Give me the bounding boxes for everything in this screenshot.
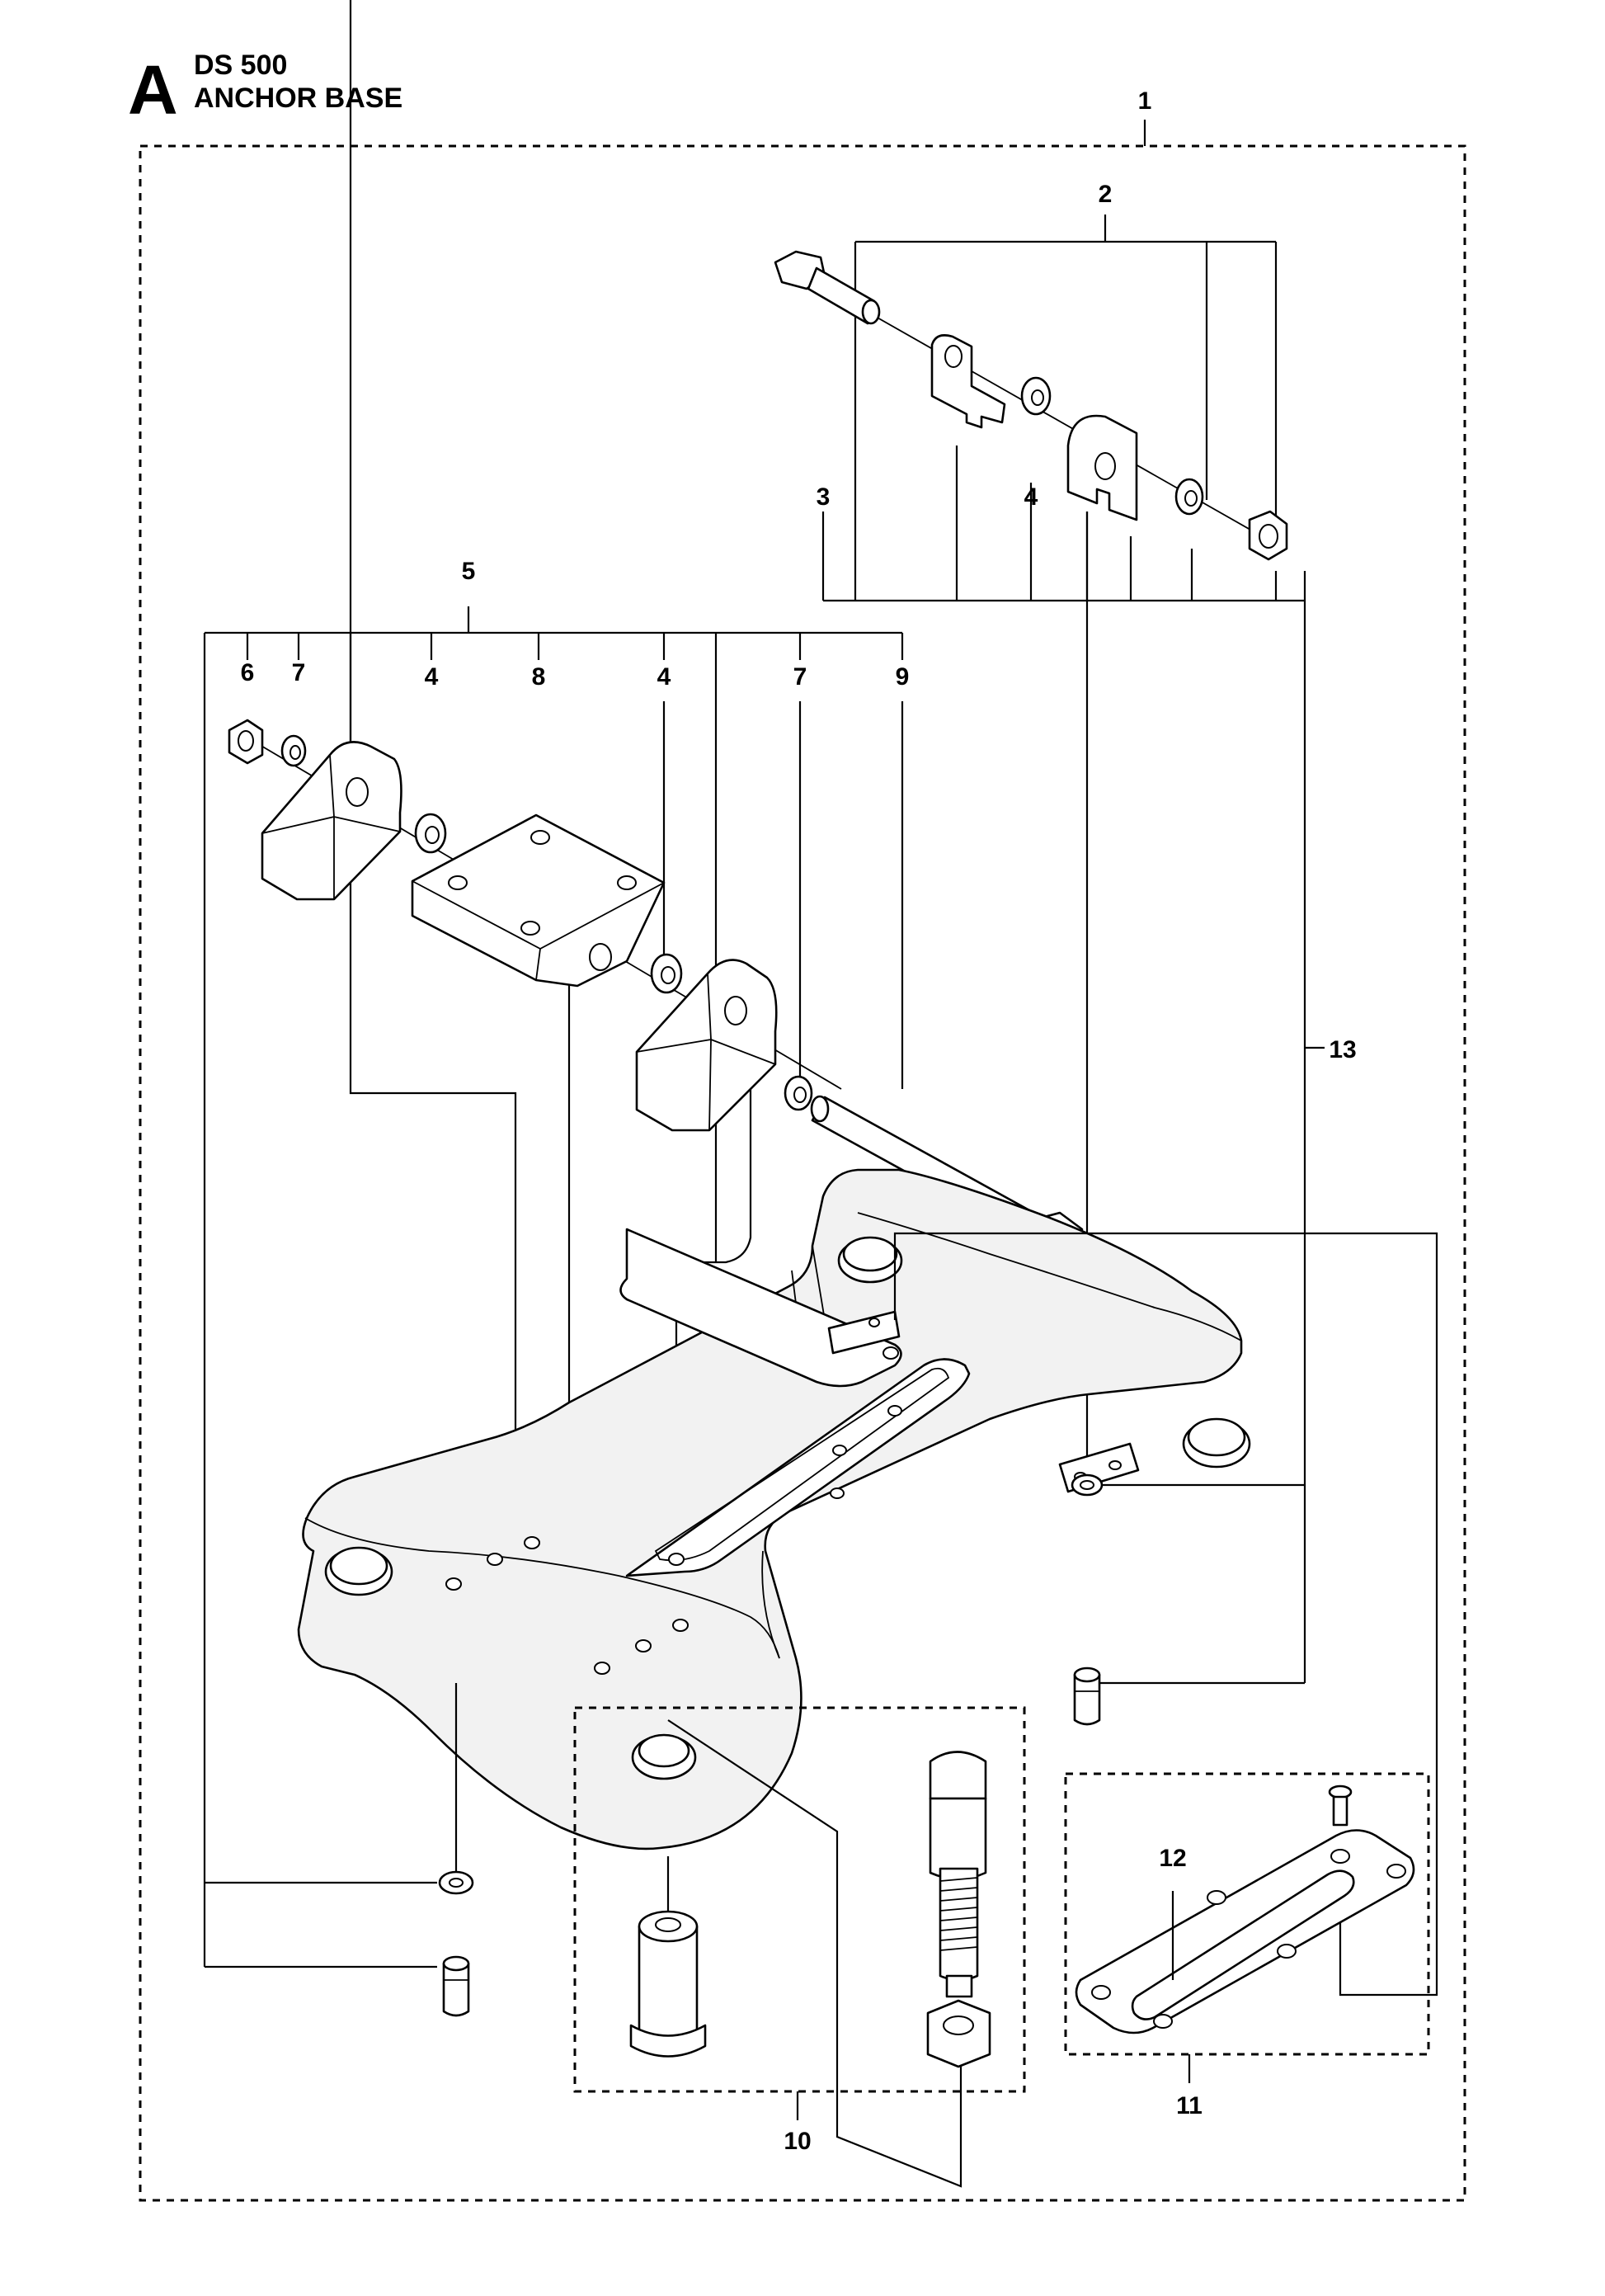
callout-7-right: 7 [793, 663, 807, 691]
anchor-bolt [929, 1751, 987, 1998]
callout-13: 13 [1329, 1036, 1356, 1063]
anchor-nut [926, 1999, 991, 2068]
washer-4-middle [650, 953, 683, 994]
callout-2: 2 [1099, 181, 1113, 208]
washer-4-left [414, 813, 447, 854]
washer-left-bottom [438, 1870, 474, 1895]
washer-top-right [1174, 478, 1204, 516]
angle-bracket [930, 334, 1006, 429]
leader-11-slot [893, 1232, 1438, 1997]
hex-nut-top [1248, 510, 1288, 561]
washer-7-left [280, 734, 307, 767]
callout-1: 1 [1138, 87, 1152, 115]
washer-13 [1071, 1473, 1104, 1497]
callout-10: 10 [784, 2128, 811, 2155]
countersunk-screw [1328, 1784, 1353, 1827]
callout-5: 5 [462, 558, 476, 585]
model-name: DS 500 [194, 50, 287, 81]
slot-plate-12 [1075, 1829, 1415, 2034]
callout-12: 12 [1159, 1845, 1186, 1872]
callout-9: 9 [896, 663, 910, 691]
assembly-frame [139, 144, 1466, 2202]
callout-4-right: 4 [657, 663, 671, 691]
section-letter: A [128, 51, 178, 129]
subassembly-10-frame [573, 1706, 1026, 2093]
mounting-plate-8 [411, 813, 666, 988]
callout-4-top: 4 [1024, 483, 1038, 511]
washer-7-right [784, 1075, 813, 1111]
hex-nut-6 [228, 719, 264, 765]
side-plate-left [261, 741, 402, 901]
diagram-title: ANCHOR BASE [194, 83, 402, 114]
callout-6: 6 [241, 659, 255, 686]
callout-4-left: 4 [425, 663, 439, 691]
hex-bolt-3 [774, 250, 881, 325]
anchor-base-frame [297, 1168, 1251, 1850]
socket-screw-left [442, 1955, 470, 2017]
callout-11: 11 [1176, 2092, 1203, 2119]
side-plate-right [635, 959, 778, 1132]
callout-7-left: 7 [292, 659, 306, 686]
callout-8: 8 [532, 663, 546, 691]
threaded-sleeve [629, 1910, 707, 2058]
callout-3: 3 [817, 483, 831, 511]
clamp-block-top [1066, 414, 1138, 521]
socket-screw-13 [1073, 1667, 1101, 1726]
washer-4-top [1020, 376, 1052, 416]
